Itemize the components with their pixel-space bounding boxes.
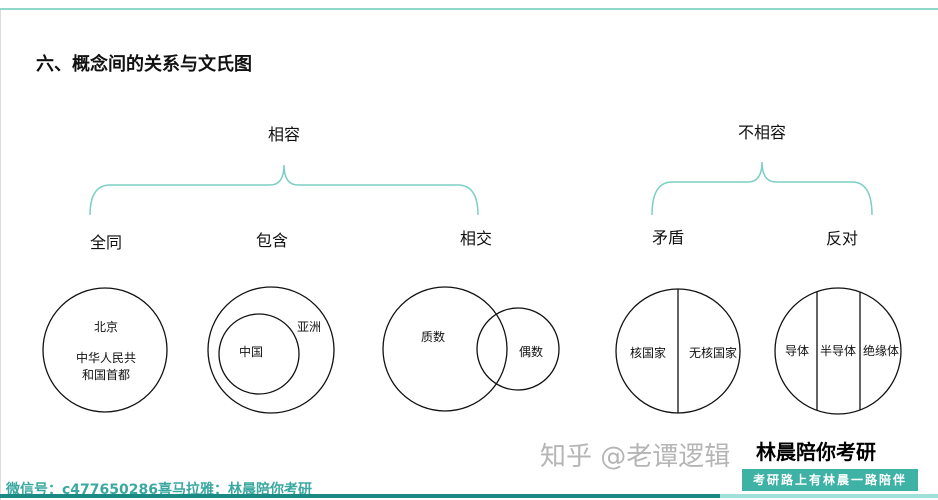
contrary-a: 导体: [785, 344, 809, 358]
top-divider: [0, 8, 938, 10]
brand-logo: 林晨陪你考研: [756, 440, 876, 464]
inclusion-outer-label: 亚洲: [297, 320, 321, 334]
left-edge: [0, 10, 1, 500]
label-contrary: 反对: [826, 229, 858, 248]
contrary-circle: [774, 287, 902, 415]
intersection-b: 偶数: [519, 344, 543, 359]
contradiction-a: 核国家: [630, 345, 666, 360]
page-title: 六、概念间的关系与文氏图: [36, 54, 252, 75]
contrary-b: 半导体: [820, 344, 856, 358]
intersection-circle-b: [476, 307, 560, 391]
identical-a: 北京: [94, 320, 118, 334]
label-inclusion: 包含: [256, 231, 288, 250]
compatible-brace: [89, 164, 479, 216]
group-incompatible: 不相容: [738, 123, 786, 142]
inclusion-inner-circle: [218, 313, 300, 395]
inclusion-outer-circle: [207, 286, 335, 414]
label-contradiction: 矛盾: [652, 228, 684, 247]
group-compatible: 相容: [268, 125, 300, 144]
contradiction-b: 无核国家: [689, 345, 737, 360]
incompatible-brace: [651, 161, 873, 216]
identical-b1: 中华人民共: [76, 350, 136, 365]
intersection-a: 质数: [421, 329, 445, 344]
brand-slogan: 考研路上有林晨一路陪伴: [742, 469, 918, 491]
bottom-divider-light: [720, 494, 938, 498]
label-identical: 全同: [90, 233, 122, 252]
inclusion-inner-label: 中国: [239, 344, 263, 359]
contrary-c: 绝缘体: [863, 343, 899, 358]
identical-circle: [42, 287, 168, 413]
bottom-divider: [0, 494, 720, 498]
watermark: 知乎 @老谭逻辑: [540, 442, 731, 472]
identical-b2: 和国首都: [82, 368, 130, 382]
intersection-circle-a: [382, 286, 508, 412]
label-intersection: 相交: [460, 229, 492, 248]
